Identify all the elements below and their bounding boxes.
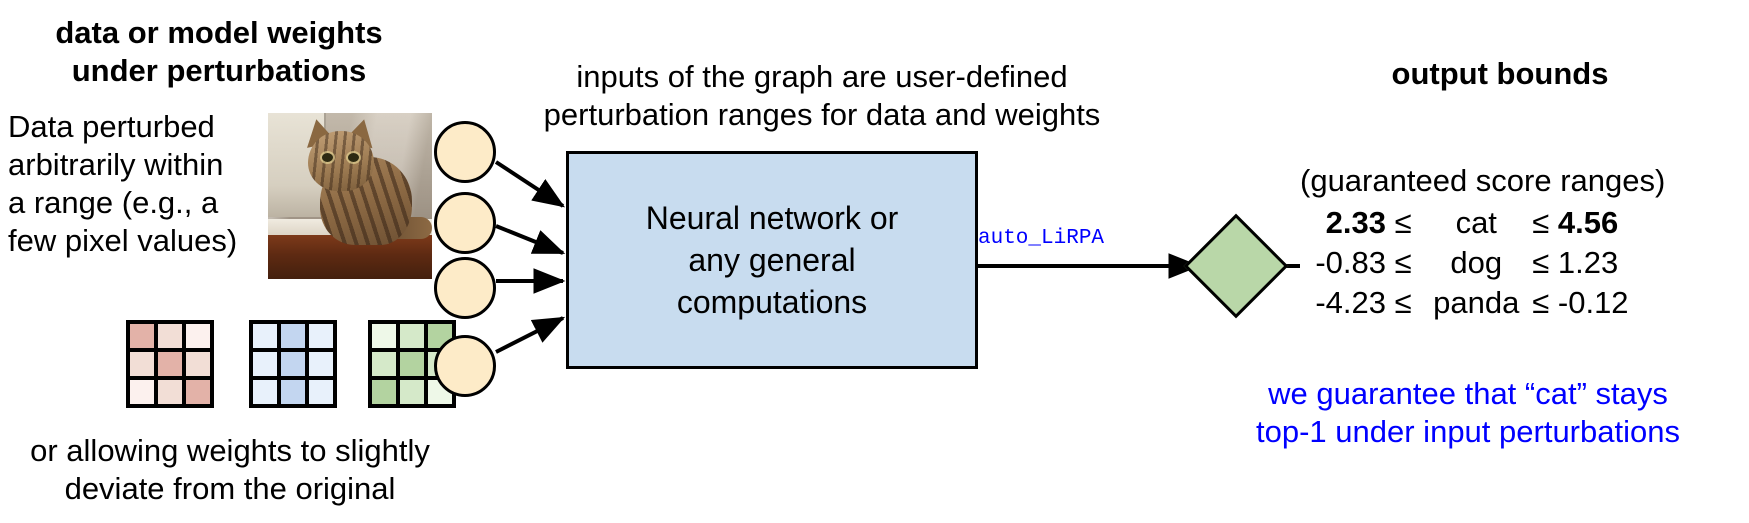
bound-class-dog: dog	[1450, 245, 1503, 280]
bound-class-panda: panda	[1433, 285, 1520, 320]
red-weight-grid-cell-0-0	[130, 324, 154, 348]
red-weight-grid-cell-0-2	[186, 324, 210, 348]
blue-weight-grid-cell-0-0	[253, 324, 277, 348]
bound-op-left-cat: ≤	[1386, 205, 1421, 240]
bound-class-cat: cat	[1455, 205, 1497, 240]
bound-upper-cat: 4.56	[1557, 205, 1619, 240]
neural-network-box-label: Neural network or any general computatio…	[645, 200, 899, 320]
cat-eye-left	[322, 153, 333, 162]
input-node-1[interactable]	[434, 121, 496, 183]
bound-upper-panda: -0.12	[1557, 285, 1629, 320]
blue-weight-grid-cell-0-2	[309, 324, 333, 348]
green-weight-grid-cell-2-1	[400, 380, 424, 404]
output-bounds-list: 2.33 ≤ cat≤ 4.56-0.83 ≤ dog≤ 1.23-4.23 ≤…	[1300, 203, 1740, 323]
left-panel-footer: or allowing weights to slightly deviate …	[30, 433, 430, 506]
bound-op-right-dog: ≤	[1532, 245, 1558, 280]
red-weight-grid	[126, 320, 214, 408]
red-weight-grid-cell-2-0	[130, 380, 154, 404]
green-weight-grid-cell-1-1	[400, 352, 424, 376]
blue-weight-grid	[249, 320, 337, 408]
input-node-2[interactable]	[434, 192, 496, 254]
blue-weight-grid-cell-1-2	[309, 352, 333, 376]
blue-weight-grid-cell-2-1	[281, 380, 305, 404]
right-panel-heading: output bounds	[1391, 56, 1609, 91]
bound-op-right-cat: ≤	[1532, 205, 1558, 240]
blue-weight-grid-cell-1-1	[281, 352, 305, 376]
auto-lirpa-edge-label: auto_LiRPA	[978, 227, 1105, 250]
green-weight-grid-cell-2-0	[372, 380, 396, 404]
neural-network-box[interactable]: Neural network or any general computatio…	[566, 151, 978, 369]
input-node-4[interactable]	[434, 335, 496, 397]
blue-weight-grid-cell-2-0	[253, 380, 277, 404]
left-panel-description: Data perturbed arbitrarily within a rang…	[8, 109, 238, 258]
green-weight-grid-cell-1-0	[372, 352, 396, 376]
bound-row-dog: -0.83 ≤ dog ≤ 1.23	[1300, 243, 1740, 283]
red-weight-grid-cell-1-1	[158, 352, 182, 376]
cat-head	[308, 131, 374, 191]
cat-eye-right	[348, 153, 359, 162]
bound-lower-panda: -4.23	[1315, 285, 1386, 320]
bound-op-right-panda: ≤	[1532, 285, 1558, 320]
bound-lower-dog: -0.83	[1315, 245, 1386, 280]
red-weight-grid-cell-2-2	[186, 380, 210, 404]
green-weight-grid-cell-0-0	[372, 324, 396, 348]
blue-weight-grid-cell-1-0	[253, 352, 277, 376]
arrow-node2-to-network	[495, 224, 566, 255]
red-weight-grid-cell-1-2	[186, 352, 210, 376]
red-weight-grid-cell-0-1	[158, 324, 182, 348]
bound-lower-cat: 2.33	[1325, 205, 1386, 240]
cat-photo	[268, 113, 432, 279]
arrow-node4-to-network	[495, 316, 566, 354]
blue-weight-grid-cell-2-2	[309, 380, 333, 404]
output-diamond-node[interactable]	[1183, 213, 1289, 319]
guarantee-text: we guarantee that “cat” stays top-1 unde…	[1256, 376, 1680, 449]
green-weight-grid-cell-0-1	[400, 324, 424, 348]
green-weight-grid	[368, 320, 456, 408]
input-node-3[interactable]	[434, 257, 496, 319]
left-panel-heading: data or model weights under perturbation…	[55, 15, 383, 88]
bound-row-cat: 2.33 ≤ cat ≤ 4.56	[1300, 203, 1740, 243]
bound-op-left-panda: ≤	[1386, 285, 1421, 320]
right-panel-subheading: (guaranteed score ranges)	[1300, 163, 1666, 198]
middle-panel-caption: inputs of the graph are user-defined per…	[543, 59, 1101, 132]
bound-upper-dog: 1.23	[1557, 245, 1619, 280]
bound-op-left-dog: ≤	[1386, 245, 1421, 280]
arrow-node1-to-network	[494, 160, 566, 208]
red-weight-grid-cell-2-1	[158, 380, 182, 404]
red-weight-grid-cell-1-0	[130, 352, 154, 376]
bound-row-panda: -4.23 ≤ panda ≤ -0.12	[1300, 283, 1740, 323]
blue-weight-grid-cell-0-1	[281, 324, 305, 348]
